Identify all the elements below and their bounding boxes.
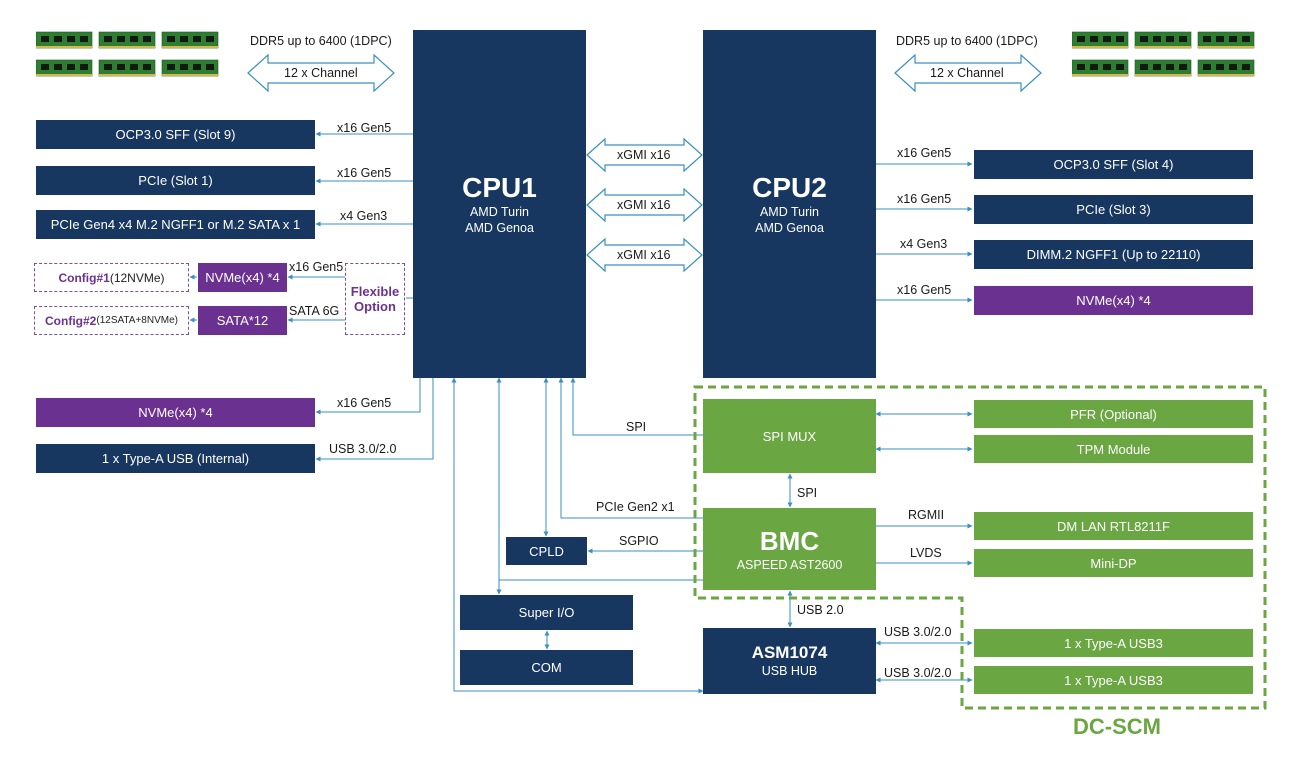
nvme-lower-link-label: x16 Gen5	[337, 396, 392, 410]
pcie-slot3-block[interactable]: PCIe (Slot 3)	[974, 195, 1253, 224]
nvme-right-link-label: x16 Gen5	[897, 283, 952, 297]
config2-prefix: Config#2	[45, 313, 97, 328]
ocp-slot9-block[interactable]: OCP3.0 SFF (Slot 9)	[36, 120, 315, 149]
pcie-slot1-block[interactable]: PCIe (Slot 1)	[36, 166, 315, 195]
config1-box: Config#1 (12NVMe)	[34, 263, 189, 292]
asm-sub: USB HUB	[761, 664, 818, 678]
dc-scm-label: DC-SCM	[1073, 714, 1161, 739]
usb30-a-label: USB 3.0/2.0	[884, 625, 952, 639]
pfr-block[interactable]: PFR (Optional)	[974, 400, 1253, 428]
tpm-block[interactable]: TPM Module	[974, 435, 1253, 463]
nvme-x4-config-block[interactable]: NVMe(x4) *4	[198, 263, 287, 292]
config2-suffix: (12SATA+8NVMe)	[96, 315, 178, 326]
nvme-link-label: x16 Gen5	[289, 260, 344, 274]
sgpio-label: SGPIO	[619, 534, 659, 548]
flexible-option-box: Flexible Option	[345, 263, 405, 335]
pcie-gen2-label: PCIe Gen2 x1	[596, 500, 675, 514]
ocp-slot4-block[interactable]: OCP3.0 SFF (Slot 4)	[974, 150, 1253, 179]
right-ddr5-speed: DDR5 up to 6400 (1DPC)	[896, 34, 1038, 48]
m2-link-label: x4 Gen3	[340, 209, 388, 223]
cpu2-title: CPU2	[752, 172, 827, 203]
ocp-right-link-label: x16 Gen5	[897, 146, 952, 160]
flexible-line1: Flexible	[350, 284, 400, 299]
cpu1-line1: AMD Turin	[469, 205, 530, 219]
flexible-line2: Option	[354, 299, 396, 314]
usb30-b-label: USB 3.0/2.0	[884, 666, 952, 680]
config2-box: Config#2(12SATA+8NVMe)	[34, 306, 189, 335]
ocp-left-link-label: x16 Gen5	[337, 121, 392, 135]
left-channel-label: 12 x Channel	[284, 66, 358, 80]
cpu2-line2: AMD Genoa	[755, 221, 824, 235]
pcie3-link-label: x16 Gen5	[897, 192, 952, 206]
cpld-block[interactable]: CPLD	[506, 537, 587, 565]
cpu1-title: CPU1	[462, 172, 537, 203]
xgmi-label-2: xGMI x16	[617, 198, 671, 212]
sata12-block[interactable]: SATA*12	[198, 306, 287, 335]
asm-title: ASM1074	[751, 643, 828, 662]
lvds-label: LVDS	[910, 546, 942, 560]
dimm2-link-label: x4 Gen3	[900, 237, 948, 251]
spi-cpu-label: SPI	[626, 420, 647, 434]
right-channel-label: 12 x Channel	[930, 66, 1004, 80]
usb3-port-a-block[interactable]: 1 x Type-A USB3	[974, 629, 1253, 657]
bmc-block[interactable]: BMC ASPEED AST2600	[703, 508, 876, 590]
ram-modules-left-icon	[36, 31, 219, 77]
spi-mux-block[interactable]: SPI MUX	[703, 399, 876, 473]
usb20-label: USB 2.0	[797, 603, 844, 617]
com-block[interactable]: COM	[460, 650, 633, 685]
pcie1-link-label: x16 Gen5	[337, 166, 392, 180]
usb3-port-b-block[interactable]: 1 x Type-A USB3	[974, 666, 1253, 694]
sata-link-label: SATA 6G	[289, 304, 340, 318]
ram-modules-right-icon	[1072, 31, 1255, 77]
m2-ngff-block[interactable]: PCIe Gen4 x4 M.2 NGFF1 or M.2 SATA x 1	[36, 210, 315, 239]
cpu2-block[interactable]: CPU2 AMD Turin AMD Genoa	[703, 30, 876, 378]
dm-lan-block[interactable]: DM LAN RTL8211F	[974, 512, 1253, 540]
cpu1-line2: AMD Genoa	[465, 221, 534, 235]
bmc-model: ASPEED AST2600	[736, 557, 843, 572]
cpu1-block[interactable]: CPU1 AMD Turin AMD Genoa	[413, 30, 586, 378]
bmc-title: BMC	[759, 525, 820, 556]
spi-bmc-label: SPI	[797, 486, 818, 500]
super-io-block[interactable]: Super I/O	[460, 595, 633, 630]
usb-internal-block[interactable]: 1 x Type-A USB (Internal)	[36, 444, 315, 473]
xgmi-label-1: xGMI x16	[617, 148, 671, 162]
rgmii-label: RGMII	[908, 508, 945, 522]
xgmi-label-3: xGMI x16	[617, 248, 671, 262]
config1-suffix: (12NVMe)	[109, 270, 165, 285]
cpu2-line1: AMD Turin	[759, 205, 820, 219]
mini-dp-block[interactable]: Mini-DP	[974, 549, 1253, 577]
nvme-right-block[interactable]: NVMe(x4) *4	[974, 286, 1253, 315]
left-ddr5-speed: DDR5 up to 6400 (1DPC)	[250, 34, 392, 48]
asm1074-block[interactable]: ASM1074 USB HUB	[703, 628, 876, 694]
config1-prefix: Config#1	[58, 270, 110, 285]
dimm2-ngff-block[interactable]: DIMM.2 NGFF1 (Up to 22110)	[974, 240, 1253, 269]
nvme-lower-block[interactable]: NVMe(x4) *4	[36, 398, 315, 427]
usb-link-label: USB 3.0/2.0	[329, 442, 397, 456]
